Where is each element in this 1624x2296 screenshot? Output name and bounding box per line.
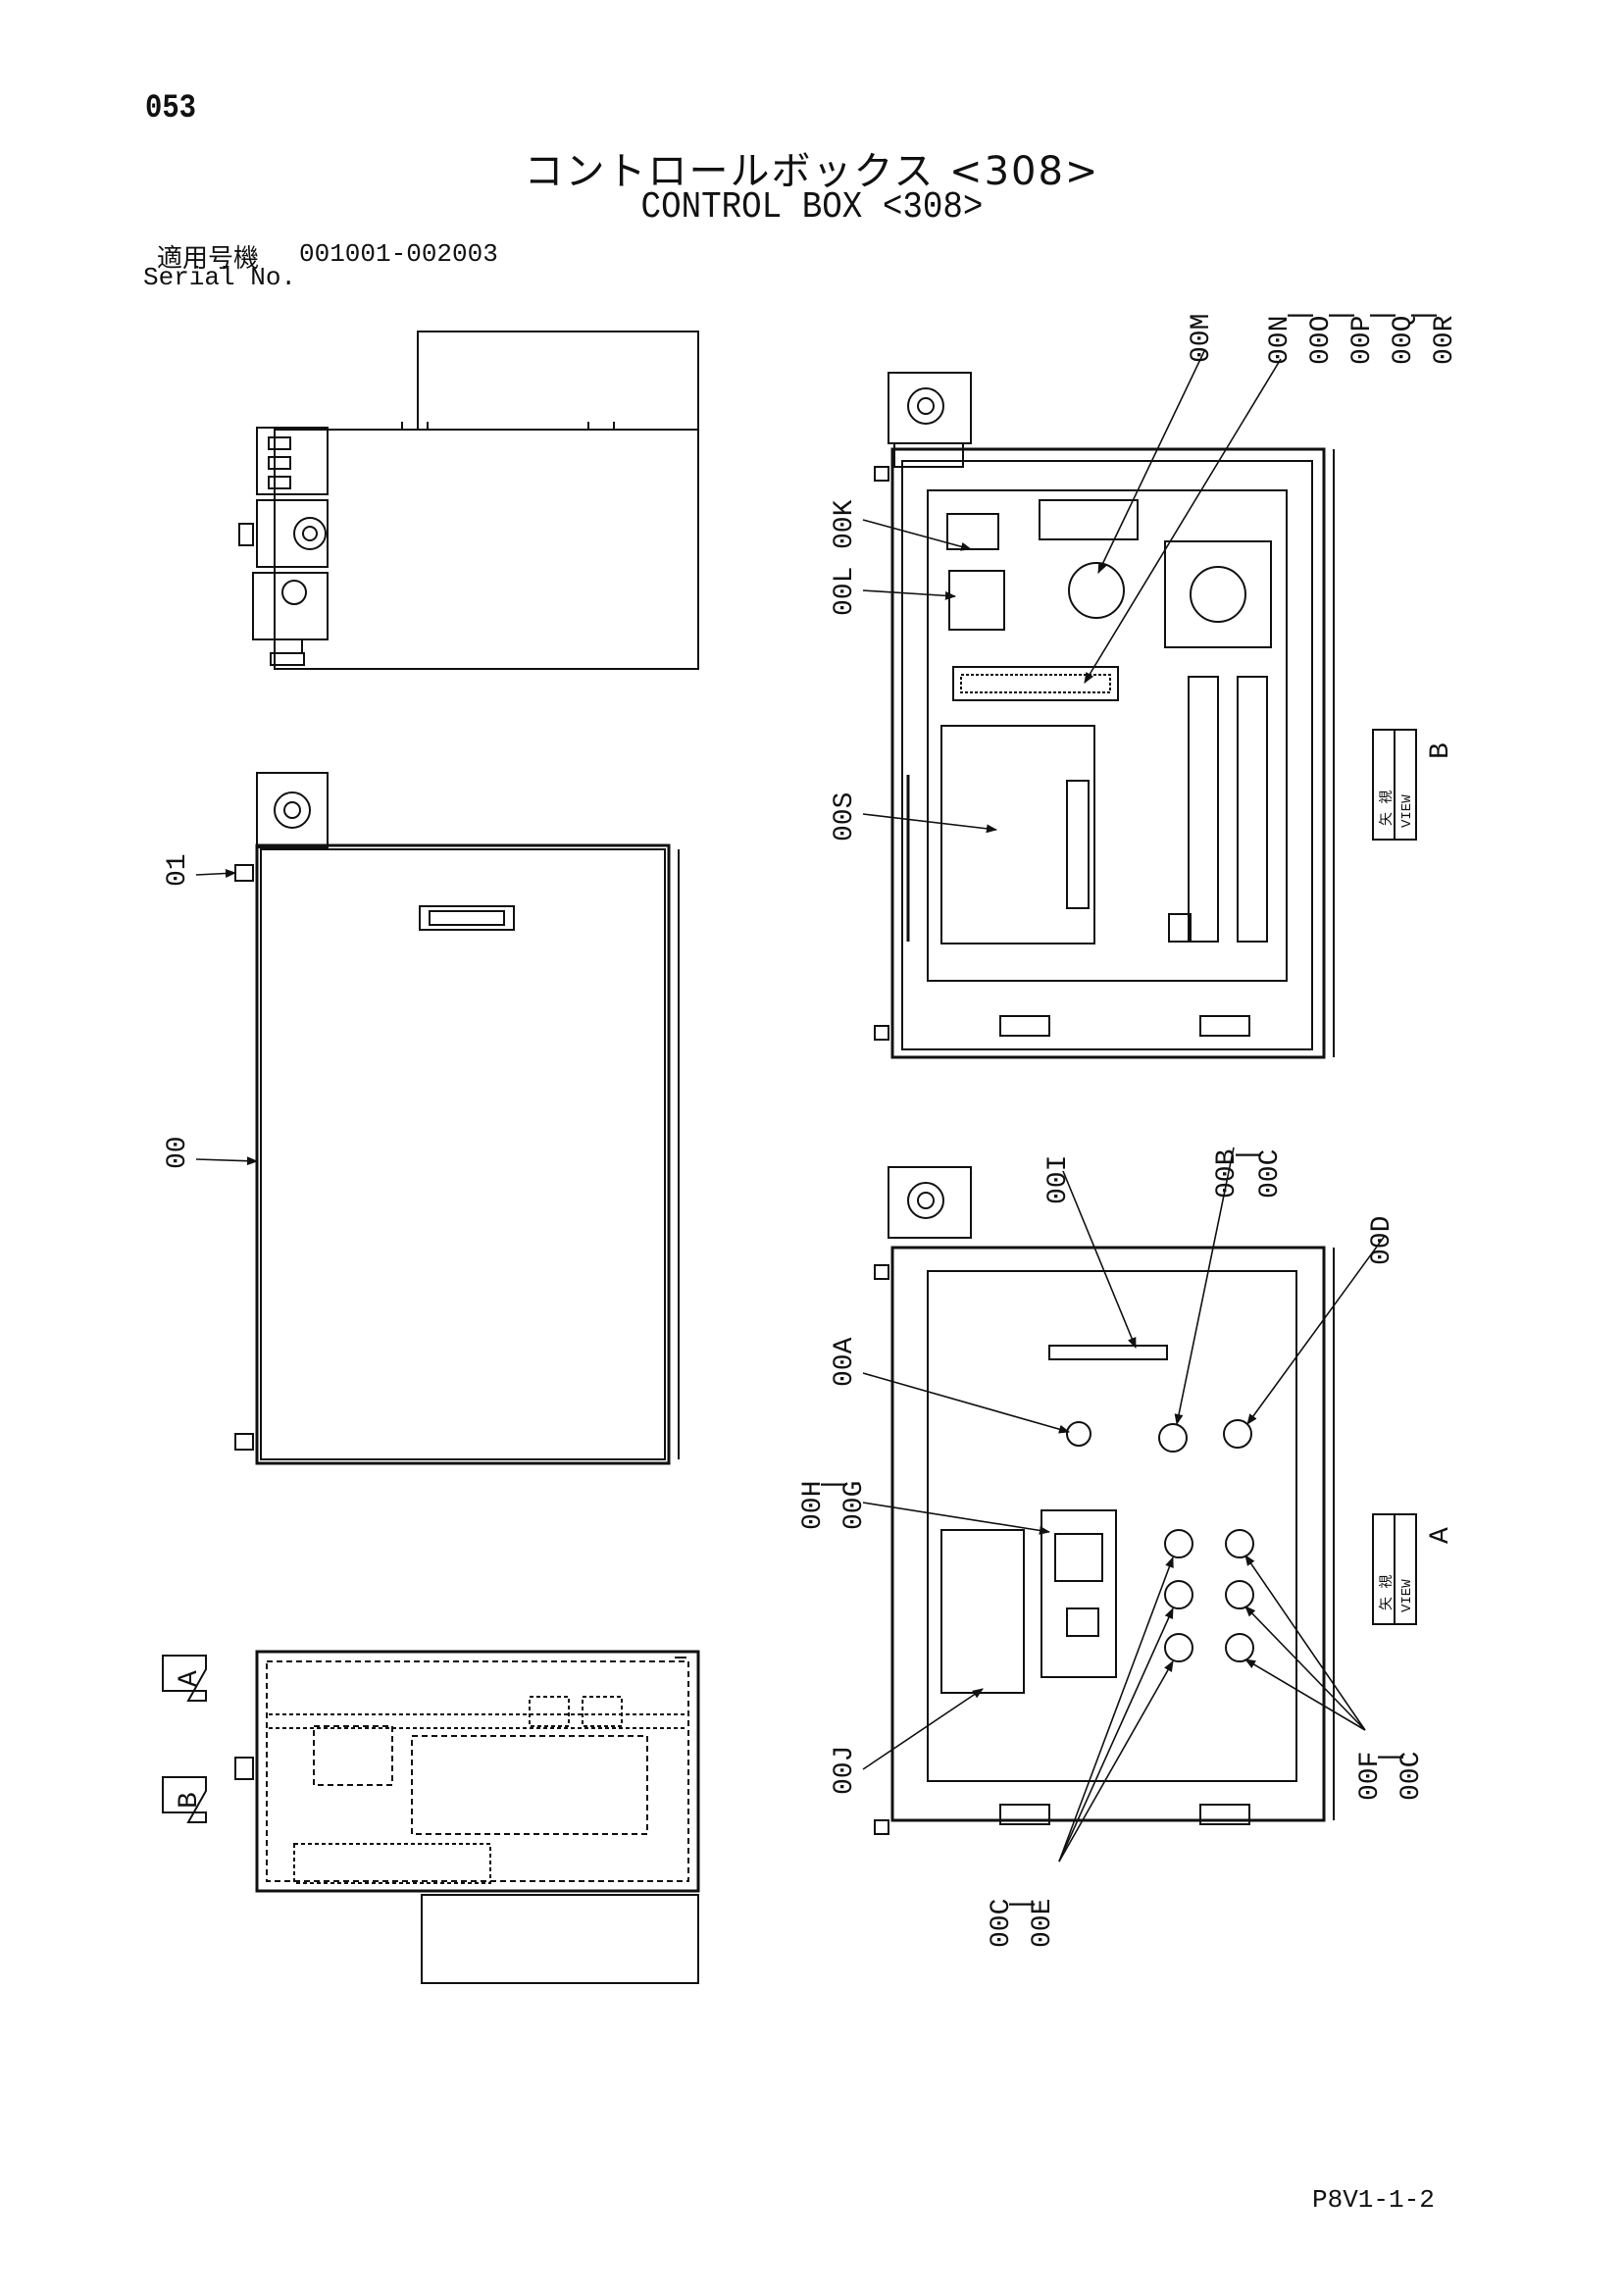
callout-00G: 00G [839, 1481, 870, 1530]
callout-00F: 00F [1355, 1752, 1386, 1801]
callout-00C-e: 00C [987, 1899, 1017, 1948]
view-b-label-box [1372, 729, 1417, 841]
section-arrow-a [162, 1655, 207, 1702]
callout-00C-b: 00C [1255, 1149, 1286, 1199]
bottom-view [234, 1650, 700, 1984]
callout-separator: | [1376, 1749, 1406, 1765]
callout-00E: 00E [1028, 1899, 1058, 1948]
callout-separator: | [1286, 307, 1316, 324]
view-b-letter: B [1426, 742, 1456, 759]
callout-00K: 00K [830, 499, 860, 549]
callout-separator: | [1409, 307, 1440, 324]
callout-separator: | [1368, 307, 1398, 324]
callout-00I: 00I [1043, 1155, 1074, 1204]
footer-code: P8V1-1-2 [1312, 2185, 1435, 2215]
callout-separator: | [1327, 307, 1357, 324]
callout-00J: 00J [830, 1746, 860, 1795]
callout-00M: 00M [1187, 314, 1217, 363]
callout-00P: 00P [1347, 316, 1378, 365]
view-b-label-ja: 矢 視 [1379, 791, 1396, 826]
section-arrow-b [162, 1776, 207, 1823]
callout-00Q: 00Q [1389, 316, 1419, 365]
callout-separator: | [819, 1476, 849, 1493]
side-view-top [238, 331, 699, 670]
view-a-label-ja: 矢 視 [1379, 1575, 1396, 1610]
title-english: CONTROL BOX <308> [640, 186, 984, 229]
section-arrow-b-letter: B [175, 1792, 205, 1809]
callout-00H: 00H [798, 1481, 829, 1530]
callout-00C-f: 00C [1396, 1752, 1427, 1801]
view-a-label-box [1372, 1513, 1417, 1625]
view-a-label-en: VIEW [1399, 1579, 1415, 1612]
serial-label-english: Serial No. [143, 263, 297, 292]
callout-00N: 00N [1265, 316, 1295, 365]
callout-00A: 00A [830, 1337, 860, 1387]
callout-separator: | [1007, 1896, 1038, 1913]
callout-00L: 00L [830, 567, 860, 616]
callout-separator: | [1234, 1147, 1264, 1163]
title-japanese: コントロールボックス <308> [524, 149, 1100, 194]
page-number: 053 [145, 90, 197, 128]
serial-label-japanese: 適用号機 [157, 244, 260, 274]
section-arrow-a-letter: A [175, 1670, 205, 1687]
front-view-closed [234, 772, 680, 1465]
view-a-letter: A [1426, 1527, 1456, 1544]
callout-01: 01 [163, 853, 193, 887]
view-a-drawing [874, 1166, 1335, 1835]
callout-00: 00 [163, 1136, 193, 1169]
callout-00D: 00D [1367, 1216, 1397, 1265]
callout-00O: 00O [1306, 316, 1337, 365]
callout-00S: 00S [830, 792, 860, 842]
callout-00R: 00R [1430, 315, 1460, 365]
view-b-label-en: VIEW [1399, 794, 1415, 828]
serial-range: 001001-002003 [299, 239, 498, 269]
callout-00B: 00B [1212, 1149, 1243, 1199]
leader-lines [195, 350, 1386, 1862]
view-b-drawing [874, 372, 1335, 1059]
